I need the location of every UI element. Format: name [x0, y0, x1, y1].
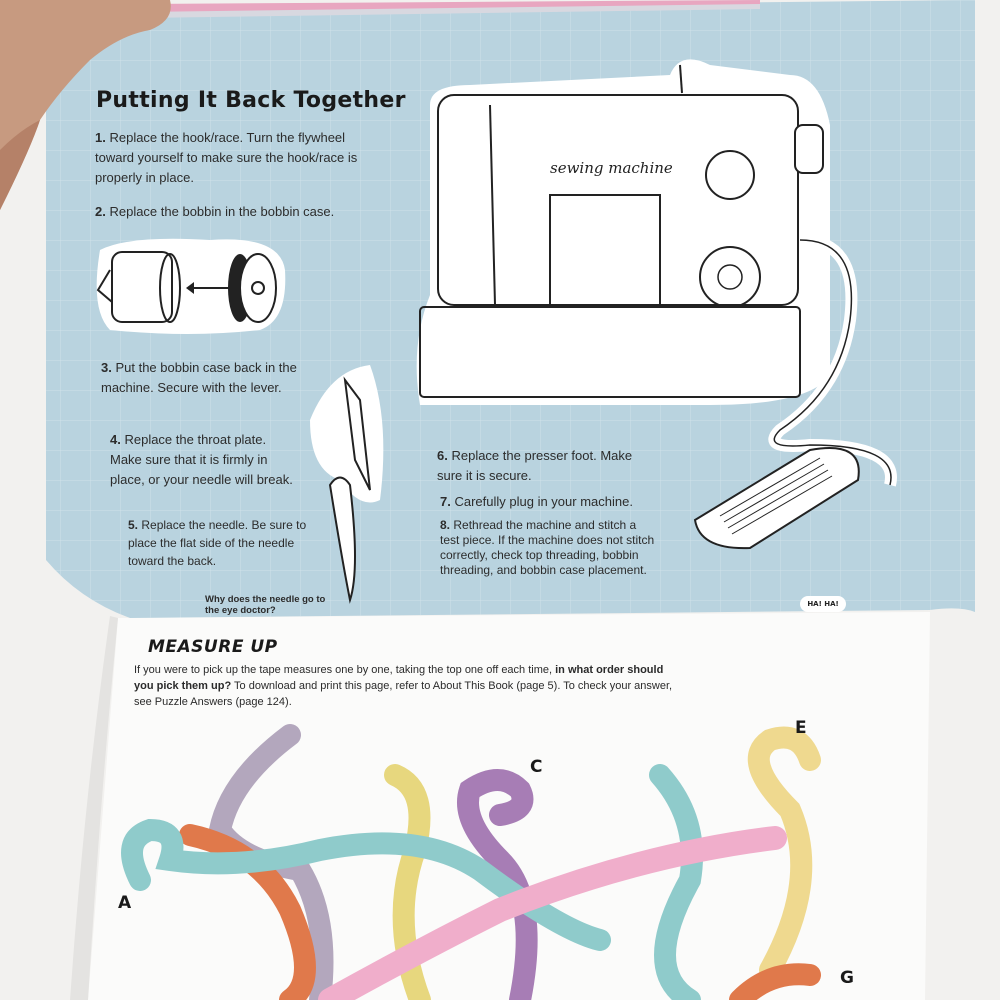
joke-text: Why does the needle go to the eye doctor…: [205, 594, 326, 616]
puzzle-title: MEASURE UP: [148, 637, 278, 657]
label-e: E: [795, 718, 807, 738]
hand: [0, 0, 171, 210]
step-2: 2. Replace the bobbin in the bobbin case…: [95, 204, 335, 219]
step-8: 8. Rethread the machine and stitch a tes…: [440, 518, 655, 577]
tape-measures-puzzle: [121, 724, 821, 1000]
step-6: 6. Replace the presser foot. Make sure i…: [437, 448, 633, 483]
label-a: A: [118, 893, 132, 913]
machine-label: sewing machine: [550, 159, 673, 177]
step-7: 7. Carefully plug in your machine.: [440, 494, 633, 509]
step-1: 1. Replace the hook/race. Turn the flywh…: [95, 130, 358, 185]
needle-illustration: [310, 365, 384, 604]
bobbin-case-illustration: [96, 238, 286, 334]
step-4: 4. Replace the throat plate. Make sure t…: [110, 432, 293, 487]
joke-badge: HA! HA!: [800, 596, 846, 612]
foot-pedal-illustration: [693, 234, 897, 550]
step-3: 3. Put the bobbin case back in the machi…: [101, 360, 297, 395]
sewing-machine-illustration: sewing machine: [416, 59, 830, 405]
step-5: 5. Replace the needle. Be sure to place …: [128, 518, 307, 568]
page-title: Putting It Back Together: [96, 88, 406, 113]
label-c: C: [530, 757, 543, 777]
label-g: G: [840, 968, 854, 988]
puzzle-intro: If you were to pick up the tape measures…: [134, 664, 673, 708]
